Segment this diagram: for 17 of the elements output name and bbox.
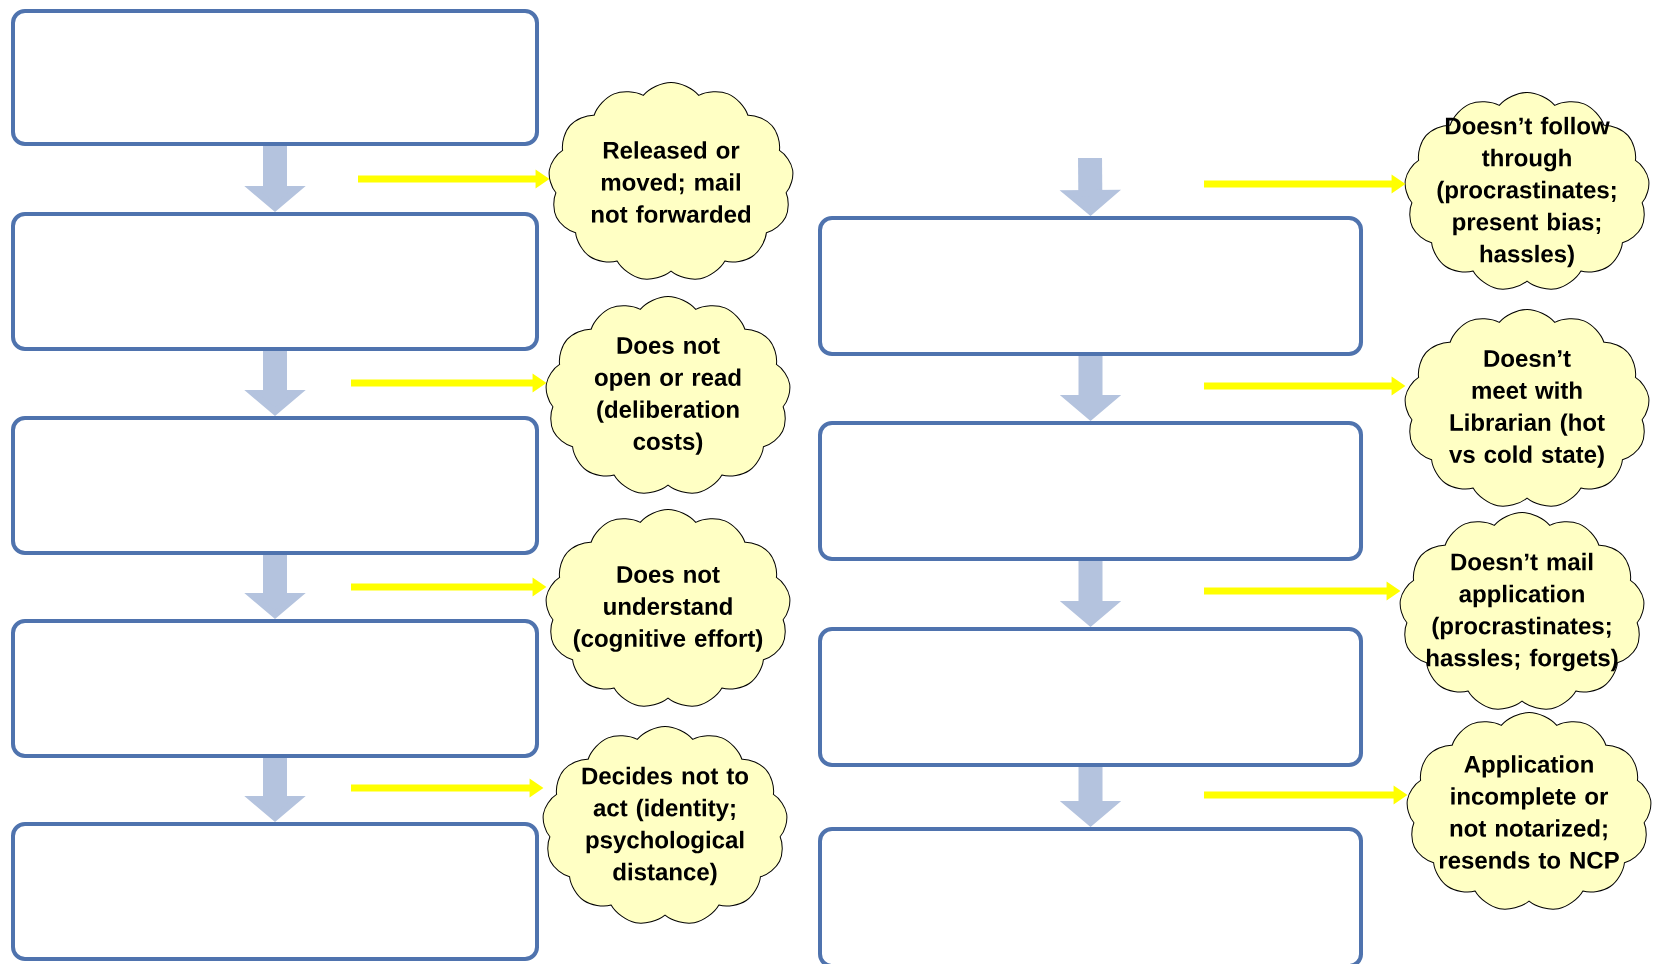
thought-cloud: Released or moved; mail not forwarded [548, 81, 794, 280]
process-box [818, 216, 1363, 356]
process-box [11, 822, 539, 961]
thought-cloud: Doesn’t meet with Librarian (hot vs cold state) [1404, 308, 1650, 507]
process-box [11, 212, 539, 351]
process-box [11, 619, 539, 758]
thought-cloud: Does not understand (cognitive effort) [545, 508, 791, 707]
thought-cloud: Application incomplete or not notarized; resends to NCP [1406, 711, 1652, 910]
process-box [11, 416, 539, 555]
thought-cloud: Doesn’t mail application (procrastinates; hassles; forgets) [1399, 511, 1645, 710]
thought-cloud: Doesn’t follow through (procrastinates; present bias; hassles) [1404, 91, 1650, 290]
process-box [818, 627, 1363, 767]
process-box [11, 9, 539, 146]
thought-cloud: Decides not to act (identity; psychological distance) [542, 725, 788, 924]
process-box [818, 827, 1363, 964]
thought-cloud: Does not open or read (deliberation costs) [545, 295, 791, 494]
process-box [818, 421, 1363, 561]
